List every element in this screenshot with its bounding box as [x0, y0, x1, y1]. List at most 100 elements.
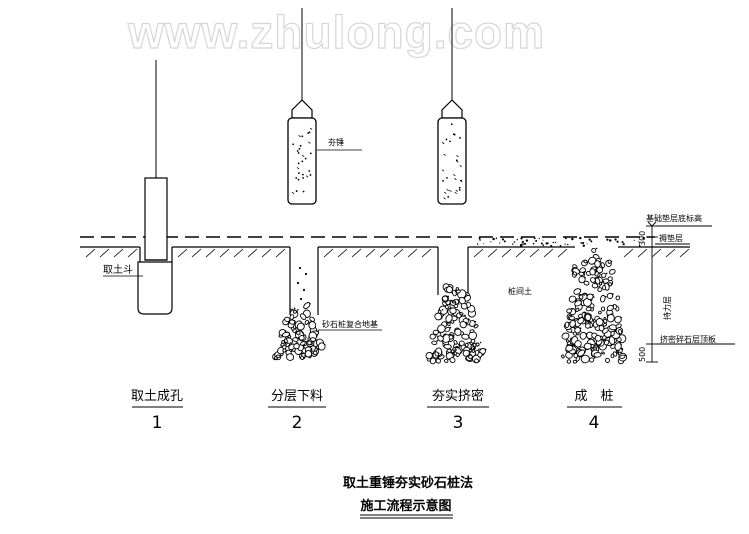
- gravel-dot: [601, 319, 604, 321]
- gravel-dot: [583, 271, 586, 273]
- texture-mark: [441, 169, 445, 172]
- gravel-dot: [290, 350, 293, 353]
- hatch-mark: [113, 248, 124, 258]
- cushion-dot: [616, 240, 619, 243]
- dimension-annotations: [646, 221, 735, 363]
- gravel-stone: [454, 328, 462, 336]
- gravel-stone: [619, 354, 626, 359]
- cushion-dot: [516, 239, 518, 241]
- step-2-num: 2: [292, 413, 303, 433]
- gravel-stone: [443, 358, 449, 364]
- hammer-texture: [441, 123, 463, 200]
- gravel-dot: [617, 351, 619, 353]
- foundation-elev-label: 基础垫层底标高: [646, 213, 702, 223]
- texture-dot: [452, 133, 455, 136]
- gravel-stone: [573, 353, 579, 359]
- gravel-stone: [599, 281, 603, 286]
- gravel-stone: [566, 308, 572, 314]
- step-3: 夯实挤密 3: [427, 388, 489, 433]
- gravel-stone: [300, 355, 305, 360]
- texture-mark: [298, 134, 301, 138]
- dim-bottom: 500: [638, 347, 647, 362]
- gravel-stone: [308, 321, 317, 330]
- cushion-dot: [476, 243, 479, 245]
- gravel-stone: [451, 300, 456, 304]
- gravel-stone: [579, 331, 587, 340]
- hatch-mark: [651, 248, 662, 258]
- texture-mark: [305, 175, 309, 178]
- cushion-dot: [492, 237, 495, 241]
- gravel-stone: [429, 333, 436, 340]
- loose-material: [299, 297, 303, 301]
- gravel-stone: [614, 342, 622, 351]
- gravel-stone: [574, 300, 582, 307]
- hatch-mark: [337, 248, 348, 258]
- gravel-stone: [317, 342, 326, 351]
- gravel-dot: [594, 269, 597, 271]
- gravel-dot: [304, 344, 306, 347]
- gravel-stone: [566, 359, 572, 364]
- texture-mark: [301, 154, 305, 158]
- texture-dot: [295, 190, 298, 192]
- hangchui-label: 夯锤: [317, 137, 362, 151]
- texture-dot: [450, 123, 453, 126]
- cushion-dot: [520, 237, 523, 240]
- gravel-stone: [615, 295, 621, 301]
- cushion-dot: [525, 239, 529, 242]
- texture-dot: [308, 170, 311, 172]
- gravel-dot: [592, 294, 594, 296]
- gravel-stone: [444, 326, 451, 333]
- texture-mark: [443, 197, 446, 200]
- texture-dot: [299, 144, 302, 147]
- cushion-dot: [532, 242, 535, 245]
- gravel-stone: [583, 342, 592, 350]
- gravel-stone: [449, 357, 456, 364]
- hatch-mark: [191, 248, 202, 258]
- gravel-stone: [300, 313, 307, 320]
- texture-dot: [445, 138, 448, 141]
- gravel-dot: [436, 340, 439, 342]
- gravel-stone: [444, 304, 449, 310]
- gravel-stone: [431, 340, 438, 345]
- cushion-dot: [609, 239, 612, 242]
- gravel-stone: [437, 324, 446, 333]
- gravel-dot: [621, 348, 624, 350]
- texture-mark: [308, 141, 311, 144]
- loose-material: [304, 272, 308, 276]
- stage1-bucket-apparatus: [137, 60, 173, 315]
- gravel-stone: [568, 295, 577, 303]
- step-1-name: 取土成孔: [131, 389, 183, 404]
- gravel-stone: [473, 324, 479, 329]
- gravel-stone: [597, 272, 601, 278]
- step-2-name: 分层下料: [271, 389, 323, 404]
- gravel-stone: [464, 343, 469, 347]
- gravel-dot: [442, 335, 445, 338]
- texture-dot: [301, 160, 304, 163]
- cushion-dot: [533, 237, 536, 240]
- gravel-stone: [293, 343, 300, 350]
- gravel-stone: [612, 351, 618, 357]
- gravel-stone: [590, 277, 596, 283]
- cushion-dot: [503, 240, 506, 243]
- hatch-mark: [543, 248, 554, 258]
- gravel-dot: [620, 316, 622, 319]
- svg-text:取土斗: 取土斗: [103, 263, 133, 276]
- gravel-stone: [568, 315, 576, 321]
- gravel-stone: [602, 327, 609, 334]
- gravel-dot: [602, 280, 605, 283]
- gravel-stone: [434, 351, 439, 357]
- title-line-1: 取土重锤夯实砂石桩法: [343, 475, 473, 491]
- gravel-stone: [282, 348, 287, 353]
- cushion-dot: [479, 239, 481, 241]
- texture-mark: [456, 154, 459, 158]
- title-line-2: 施工流程示意图: [360, 498, 451, 514]
- gravel-stone: [583, 297, 592, 307]
- texture-mark: [291, 191, 295, 194]
- step-4: 成 桩 4: [567, 389, 622, 433]
- texture-dot: [449, 140, 451, 143]
- gravel-dot: [579, 288, 581, 291]
- cushion-dot: [519, 244, 523, 247]
- gravel-dot: [585, 333, 587, 335]
- gravel-dot: [571, 345, 574, 348]
